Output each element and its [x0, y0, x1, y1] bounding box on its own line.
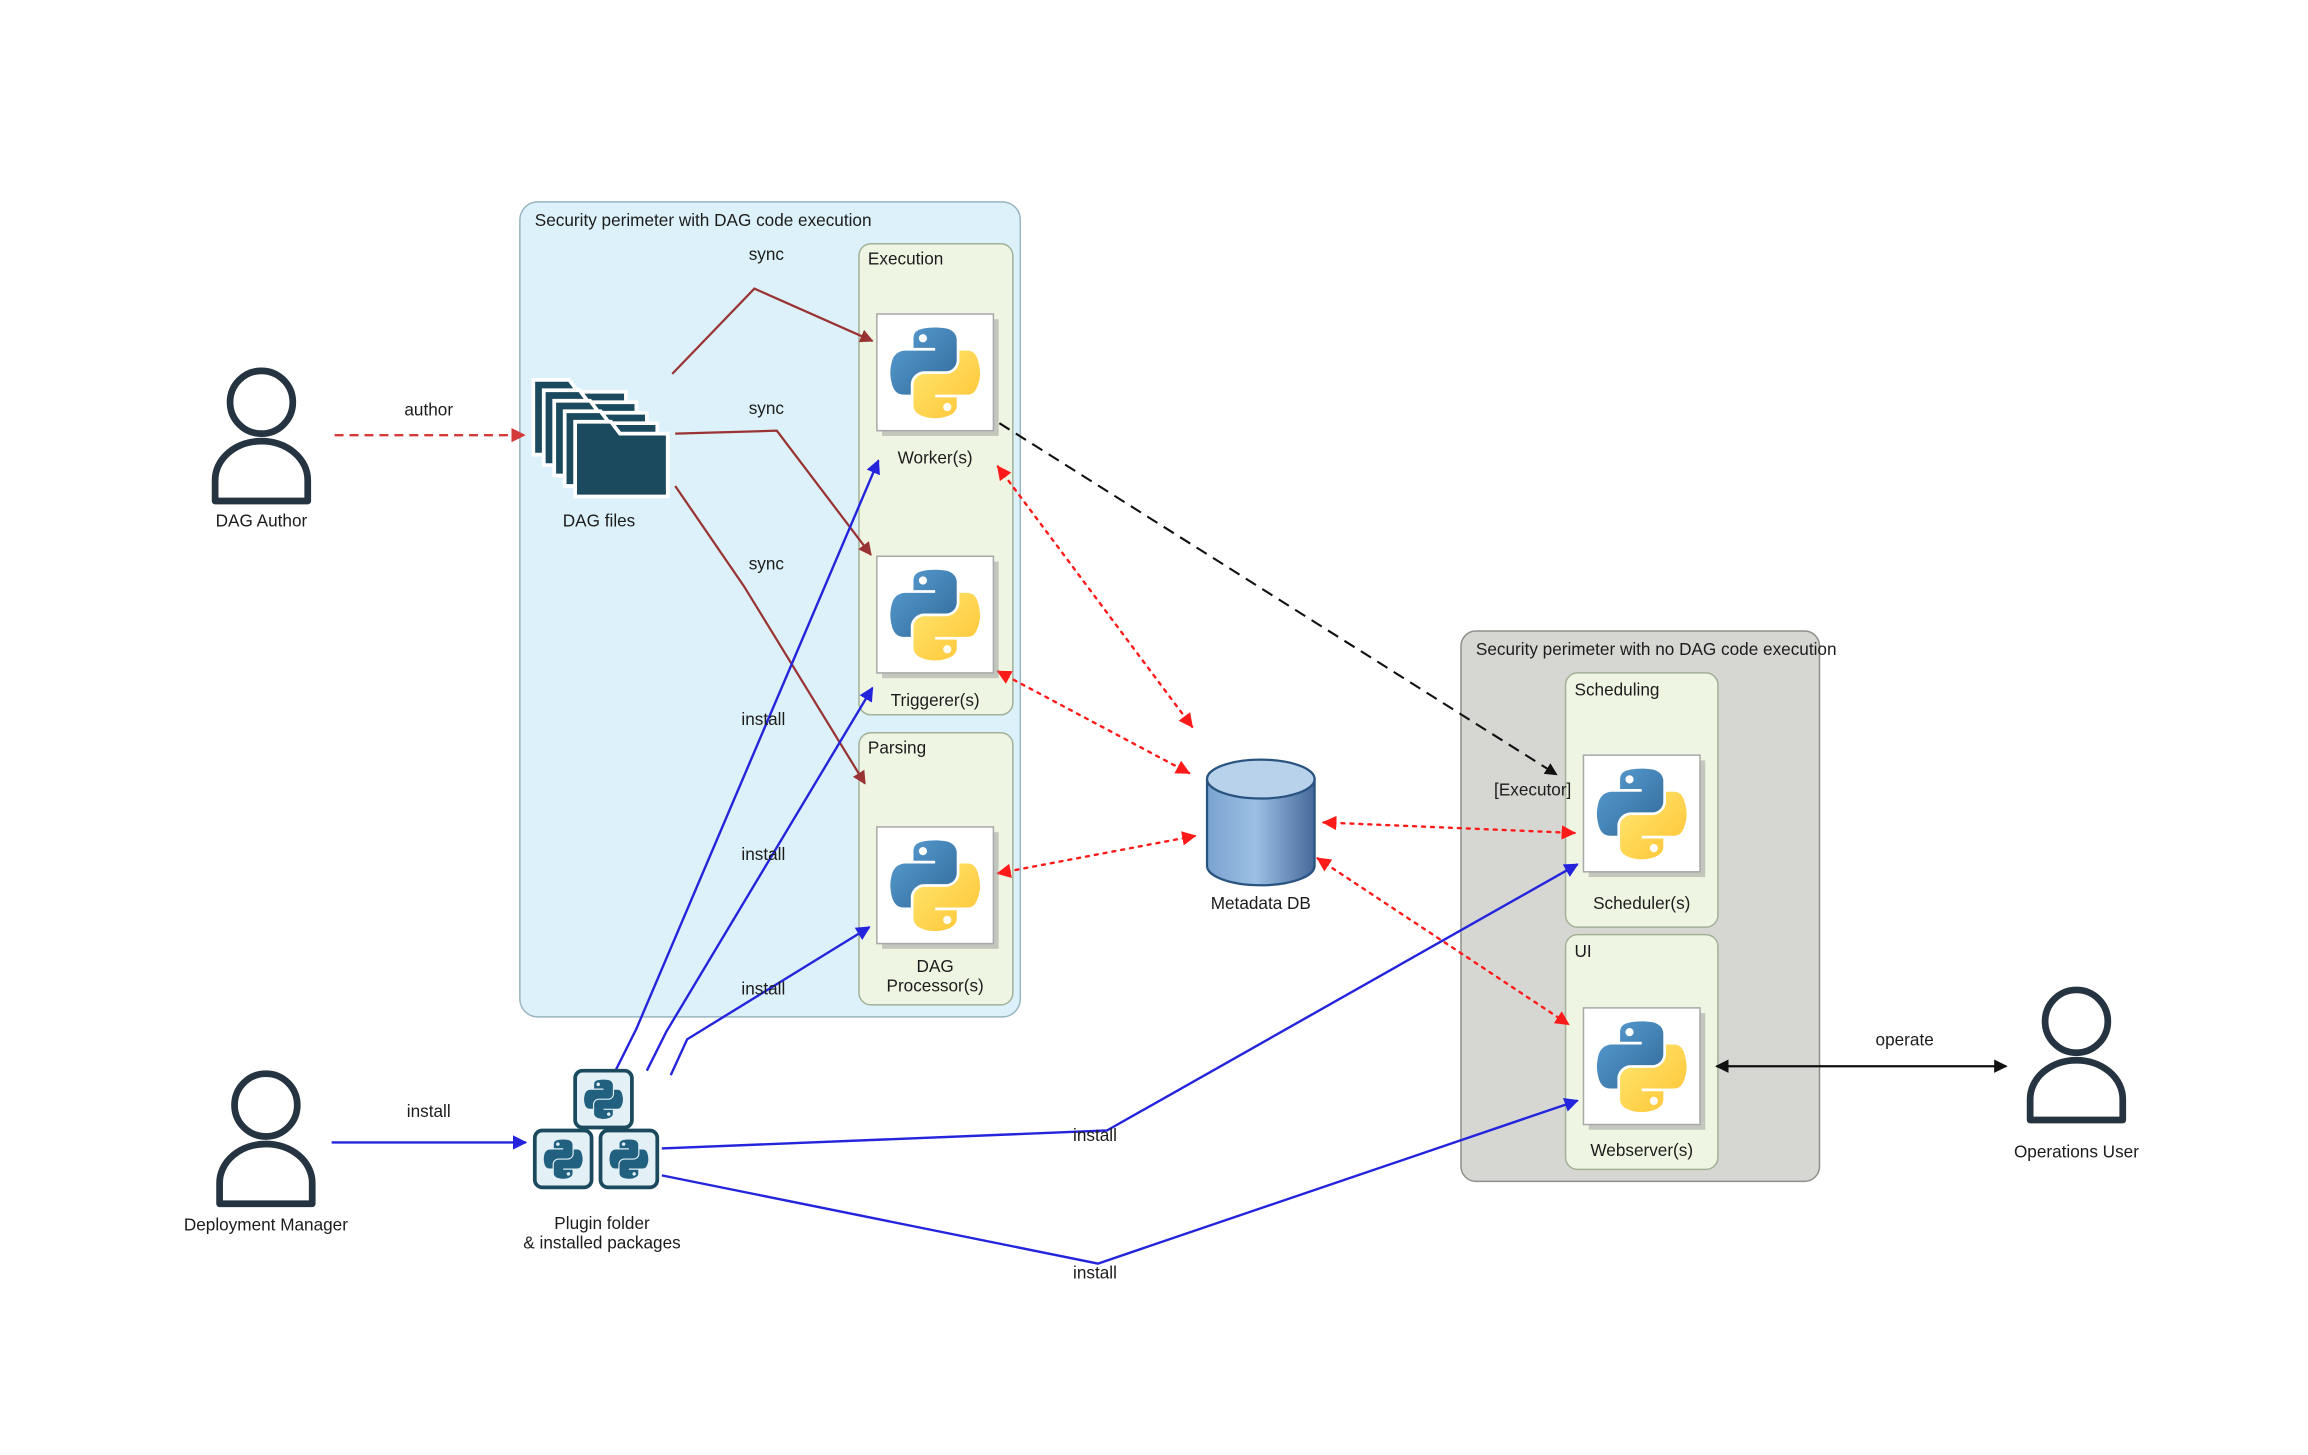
deployment-manager-person-icon	[220, 1074, 313, 1204]
workers-python-icon	[877, 314, 999, 436]
dag-author-label: DAG Author	[216, 510, 308, 530]
edge-install-webservers-label: install	[1073, 1263, 1117, 1283]
edge-workers-db-arrow	[996, 465, 1194, 728]
security-perimeter-no-dag-execution-label: Security perimeter with no DAG code exec…	[1476, 639, 1837, 659]
dag-processor-python-icon	[877, 827, 999, 949]
edge-install-triggerers-label: install	[741, 844, 785, 864]
plugin-folder-label-line2: & installed packages	[523, 1233, 680, 1253]
triggerers-python-icon	[877, 556, 999, 678]
metadata-db-label: Metadata DB	[1211, 893, 1311, 913]
edge-executor-dashed-arrow	[998, 422, 1558, 776]
edge-install-workers-arrow	[614, 459, 880, 1072]
ui-group-label: UI	[1575, 941, 1592, 961]
edge-install-dag-processor-arrow	[669, 926, 871, 1076]
schedulers-label: Scheduler(s)	[1593, 893, 1690, 913]
schedulers-python-icon	[1583, 755, 1705, 877]
plugin-folder-label-line1: Plugin folder	[554, 1213, 650, 1233]
security-perimeter-dag-execution-label: Security perimeter with DAG code executi…	[535, 210, 872, 230]
metadata-db-icon	[1205, 758, 1316, 887]
edge-install-schedulers-arrow	[661, 863, 1579, 1150]
deployment-manager-label: Deployment Manager	[184, 1215, 348, 1235]
edge-sync-workers-label: sync	[749, 244, 785, 264]
edge-install-plugin-folder-label: install	[407, 1101, 451, 1121]
dag-author-person-icon	[215, 371, 308, 501]
executor-annotation: [Executor]	[1494, 780, 1571, 800]
edge-webservers-db-arrow	[1316, 857, 1570, 1026]
dag-processor-label-line2: Processor(s)	[887, 975, 984, 995]
edge-dag-processor-db-arrow	[996, 831, 1197, 878]
edge-install-workers-label: install	[741, 709, 785, 729]
operations-user-label: Operations User	[2014, 1141, 2139, 1161]
edge-install-dag-processor-label: install	[741, 978, 785, 998]
dag-processor-label-line1: DAG	[917, 956, 954, 976]
edge-install-triggerers-arrow	[645, 686, 874, 1072]
execution-group-label: Execution	[868, 249, 943, 269]
edge-sync-dag-processor-label: sync	[749, 554, 785, 574]
edge-sync-triggerers-label: sync	[749, 398, 785, 418]
webservers-python-icon	[1583, 1008, 1705, 1130]
edge-schedulers-db-arrow	[1322, 815, 1576, 840]
edge-sync-dag-processor-arrow	[674, 485, 866, 785]
webservers-label: Webserver(s)	[1590, 1140, 1693, 1160]
plugin-folder-packages-icon	[535, 1071, 657, 1188]
operations-user-person-icon	[2030, 990, 2123, 1120]
parsing-group-label: Parsing	[868, 738, 926, 758]
edge-install-schedulers-label: install	[1073, 1125, 1117, 1145]
edge-sync-workers-arrow	[671, 287, 874, 375]
edge-sync-triggerers-arrow	[675, 429, 872, 556]
triggerers-label: Triggerer(s)	[891, 690, 980, 710]
edge-triggerers-db-arrow	[996, 670, 1191, 775]
edge-author-label: author	[404, 400, 453, 420]
edge-operate-label: operate	[1876, 1029, 1934, 1049]
dag-files-label: DAG files	[563, 510, 635, 530]
workers-label: Worker(s)	[898, 448, 973, 468]
scheduling-group-label: Scheduling	[1575, 679, 1660, 699]
edge-install-webservers-arrow	[661, 1097, 1579, 1265]
